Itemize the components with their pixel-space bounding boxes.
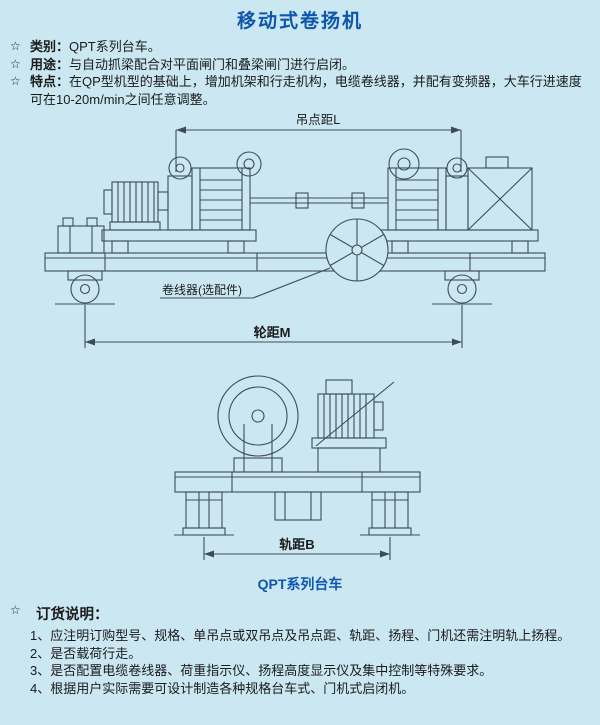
base-frame [174, 471, 421, 493]
star-icon: ☆ [10, 56, 21, 71]
reel-label: 卷线器(选配件) [162, 282, 242, 297]
item-text: 是否载荷行走。 [50, 645, 142, 661]
cable-reel [325, 218, 389, 282]
ordering-item: 2、是否载荷行走。 [30, 645, 586, 663]
dim-wheelbase-label: 轮距M [254, 325, 291, 340]
item-number: 4、 [30, 680, 51, 696]
side-view-drawing: 吊点距L 卷线器(选配件) 轮距M [44, 113, 546, 348]
dim-lifting-distance [175, 129, 462, 172]
left-winch-unit [101, 151, 262, 254]
bullet-features: ☆ 特点：在QP型机型的基础上，增加机架和行走机构，电缆卷线器，并配有变频器，大… [10, 73, 588, 108]
dim-wheelbase [84, 305, 463, 348]
bullet-label: 特点： [30, 74, 70, 89]
bullet-label: 用途： [30, 56, 70, 72]
bullet-text: 与自动抓梁配合对平面闸门和叠梁闸门进行启闭。 [69, 56, 356, 72]
end-view-drawing: 轨距B [174, 375, 421, 560]
reel-label-leader [160, 267, 331, 299]
item-number: 2、 [30, 645, 51, 661]
motor-assembly [311, 379, 395, 473]
ordering-item: 4、根据用户实际需要可设计制造各种规格台车式、门机式启闭机。 [30, 680, 586, 698]
star-icon: ☆ [10, 74, 21, 88]
item-number: 3、 [30, 663, 51, 678]
center-block [274, 491, 322, 521]
ordering-section: ☆ 订货说明： 1、应注明订购型号、规格、单吊点或双吊点及吊点距、轨距、扬程、门… [10, 603, 586, 697]
ordering-title: 订货说明： [36, 607, 109, 623]
bullet-category: ☆ 类别：QPT系列台车。 [10, 38, 588, 56]
ordering-item: 1、应注明订购型号、规格、单吊点或双吊点及吊点距、轨距、扬程、门机还需注明轨上扬… [30, 627, 586, 645]
feature-list: ☆ 类别：QPT系列台车。 ☆ 用途：与自动抓梁配合对平面闸门和叠梁闸门进行启闭… [10, 38, 588, 108]
dimension-arrows [204, 550, 390, 558]
ordering-item: 3、是否配置电缆卷线器、荷重指示仪、扬程高度显示仪及集中控制等特殊要求。 [30, 662, 586, 680]
item-text: 是否配置电缆卷线器、荷重指示仪、扬程高度显示仪及集中控制等特殊要求。 [50, 663, 493, 678]
right-winch-unit [379, 148, 539, 254]
drum-end-view [217, 375, 299, 473]
dimension-arrows [85, 126, 462, 346]
platform-girder [44, 252, 546, 272]
drive-shaft [250, 192, 388, 209]
left-support [57, 217, 105, 254]
legs-and-rails [174, 491, 420, 536]
drawing-caption: QPT系列台车 [257, 576, 343, 592]
item-text: 应注明订购型号、规格、单吊点或双吊点及吊点距、轨距、扬程、门机还需注明轨上扬程。 [50, 628, 571, 643]
dim-track-gauge-label: 轨距B [279, 537, 314, 552]
star-icon: ☆ [10, 39, 21, 53]
bullet-text: 在QP型机型的基础上，增加机架和行走机构，电缆卷线器，并配有变频器，大车行进速度… [30, 74, 582, 107]
bullet-label: 类别： [30, 39, 70, 54]
ordering-header: ☆ 订货说明： [10, 603, 586, 624]
travel-wheels [55, 270, 492, 305]
page-title: 移动式卷扬机 [236, 11, 363, 32]
item-number: 1、 [30, 628, 51, 643]
bullet-text: QPT系列台车。 [69, 39, 161, 54]
ordering-items: 1、应注明订购型号、规格、单吊点或双吊点及吊点距、轨距、扬程、门机还需注明轨上扬… [30, 627, 586, 697]
dim-track-gauge [203, 537, 391, 560]
item-text: 根据用户实际需要可设计制造各种规格台车式、门机式启闭机。 [50, 680, 415, 696]
dim-top-label: 吊点距L [296, 113, 341, 127]
bullet-usage: ☆ 用途：与自动抓梁配合对平面闸门和叠梁闸门进行启闭。 [10, 56, 588, 74]
star-icon: ☆ [10, 603, 21, 617]
